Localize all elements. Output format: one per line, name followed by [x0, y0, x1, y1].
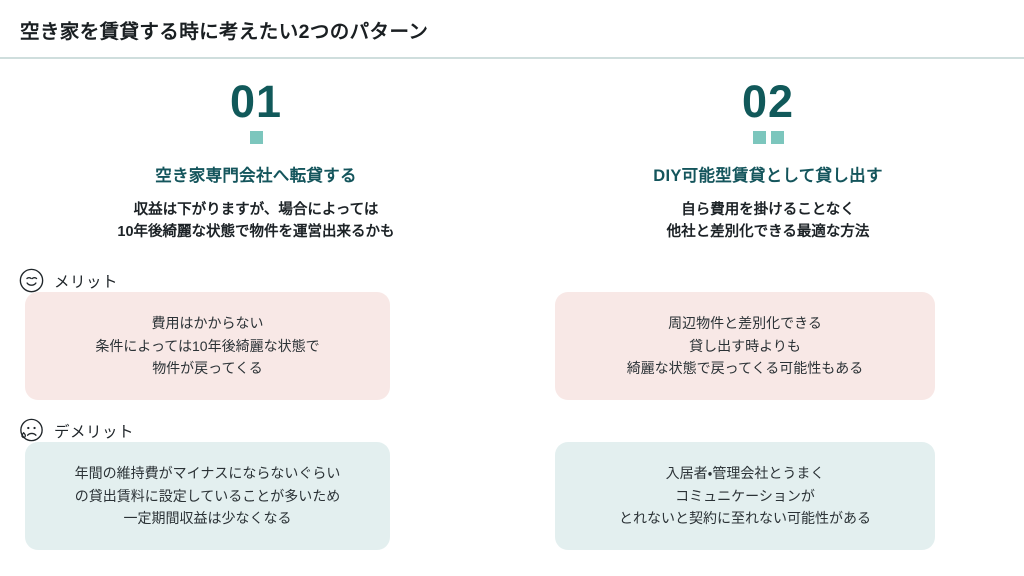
pattern-number-02: 02 [741, 76, 795, 127]
accent-square [249, 131, 263, 144]
subtitle-line: 10年後綺麗な状態で物件を運営出来るかも [117, 224, 395, 241]
demerit-line: 年間の維持費がマイナスにならないぐらい [74, 464, 341, 481]
pattern-heading-01: 空き家専門会社へ転貸する [155, 167, 357, 185]
demerit-label-row-01: デメリット [18, 417, 134, 444]
pattern-columns: 01 空き家専門会社へ転貸する 収益は下がりますが、場合によっては 10年後綺麗… [0, 58, 1024, 576]
merit-line: 貸し出す時よりも [689, 337, 801, 354]
number-accent-squares-01 [0, 131, 512, 144]
slide-header: 空き家を賃貸する時に考えたい2つのパターン [0, 0, 1024, 58]
merit-label-row-01: メリット [18, 267, 118, 294]
number-accent-squares-02 [512, 131, 1024, 144]
sad-face-icon [20, 418, 43, 442]
demerit-line: 一定期間収益は少なくなる [123, 510, 292, 527]
smiley-face-icon [19, 268, 44, 293]
demerit-box-01: 年間の維持費がマイナスにならないぐらい の貸出賃料に設定していることが多いため … [25, 442, 390, 550]
pattern-column-02: 02 DIY可能型賃貸として貸し出す 自ら費用を掛けることなく 他社と差別化でき… [512, 58, 1024, 576]
merit-line: 費用はかからない [151, 314, 264, 331]
pattern-subtitle-02: 自ら費用を掛けることなく 他社と差別化できる最適な方法 [512, 199, 1024, 244]
accent-square [770, 131, 784, 144]
subtitle-line: 他社と差別化できる最適な方法 [666, 224, 870, 241]
pattern-number-block-01: 01 [0, 79, 512, 144]
pattern-heading-02: DIY可能型賃貸として貸し出す [653, 167, 883, 185]
merit-box-01: 費用はかからない 条件によっては10年後綺麗な状態で 物件が戻ってくる [25, 292, 390, 400]
pattern-subtitle-01: 収益は下がりますが、場合によっては 10年後綺麗な状態で物件を運営出来るかも [0, 199, 512, 244]
merit-line: 条件によっては10年後綺麗な状態で [95, 337, 320, 354]
demerit-box-02: 入居者・管理会社とうまく コミュニケーションが とれないと契約に至れない可能性が… [555, 442, 935, 550]
merit-line: 物件が戻ってくる [152, 360, 263, 377]
merit-line: 綺麗な状態で戻ってくる可能性もある [626, 360, 864, 377]
demerit-line: とれないと契約に至れない可能性がある [619, 510, 871, 527]
demerit-line: 入居者・管理会社とうまく [665, 464, 825, 481]
subtitle-line: 収益は下がりますが、場合によっては [133, 202, 379, 218]
pattern-number-01: 01 [229, 76, 283, 127]
demerit-label-01: デメリット [54, 423, 135, 441]
merit-box-02: 周辺物件と差別化できる 貸し出す時よりも 綺麗な状態で戻ってくる可能性もある [555, 292, 935, 400]
subtitle-line: 自ら費用を掛けることなく [681, 202, 855, 218]
demerit-line: の貸出賃料に設定していることが多いため [74, 487, 341, 504]
merit-line: 周辺物件と差別化できる [668, 314, 822, 331]
page-title: 空き家を賃貸する時に考えたい2つのパターン [20, 20, 429, 43]
demerit-line: コミュニケーションが [675, 487, 815, 504]
pattern-number-block-02: 02 [512, 79, 1024, 144]
merit-label-01: メリット [54, 273, 119, 291]
accent-square [752, 131, 766, 144]
pattern-column-01: 01 空き家専門会社へ転貸する 収益は下がりますが、場合によっては 10年後綺麗… [0, 58, 512, 576]
header-divider [0, 57, 1024, 59]
